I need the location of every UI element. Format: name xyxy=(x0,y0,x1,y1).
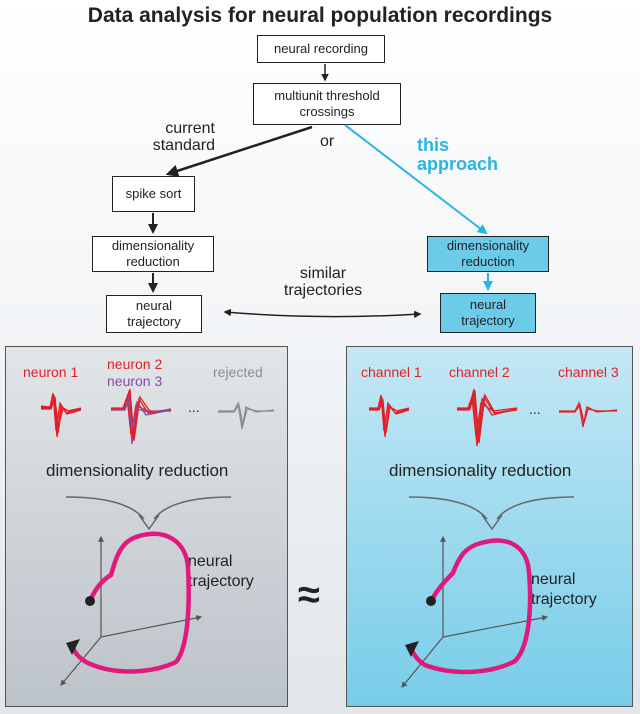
left-merge-curve-right xyxy=(153,496,232,520)
arrow-threshold-to-cyan-dimred xyxy=(344,124,488,235)
current-line1: current xyxy=(165,120,215,137)
channel1-waveforms xyxy=(369,394,410,438)
right-dimred-line2: reduction xyxy=(461,254,515,269)
arrow-threshold-to-spikesort xyxy=(165,125,313,177)
current-standard-label: current standard xyxy=(135,120,215,154)
right-trajectory-curve xyxy=(408,538,533,675)
channel2-waveforms xyxy=(457,388,518,447)
left-merge-curve-left xyxy=(65,496,145,520)
spike-sort-label: spike sort xyxy=(125,186,182,201)
left-dimred-box: dimensionality reduction xyxy=(92,236,214,272)
left-traj-line2: trajectory xyxy=(127,314,181,329)
neuron2-label: neuron 2 xyxy=(107,356,163,372)
left-panel-traj-line1: neural xyxy=(188,553,233,570)
left-panel-traj-label: neural trajectory xyxy=(188,552,254,592)
similar-line1: similar xyxy=(299,265,347,282)
right-panel-graphics xyxy=(369,388,618,688)
left-panel-traj-line2: trajectory xyxy=(188,573,254,590)
neural-recording-box: neural recording xyxy=(257,35,385,63)
left-dimred-text: dimensionality reduction xyxy=(46,461,229,480)
right-traj-line1: neural xyxy=(469,297,507,312)
right-merge-arrowhead xyxy=(481,514,503,531)
this-line1: this xyxy=(417,135,450,155)
left-merge-arrowhead xyxy=(138,514,160,531)
spike-sorted-panel: neuron 1 neuron 2 neuron 3 rejected ... … xyxy=(5,346,288,707)
rejected-waveforms xyxy=(218,400,275,430)
right-traj-line2: trajectory xyxy=(461,313,515,328)
neuron1-label: neuron 1 xyxy=(23,364,79,380)
channel3-waveforms xyxy=(559,400,618,428)
threshold-label-line2: crossings xyxy=(299,104,355,119)
left-dimred-line1: dimensionality xyxy=(111,238,195,253)
current-line2: standard xyxy=(152,137,215,154)
right-dimred-box: dimensionality reduction xyxy=(427,236,549,272)
left-axis-x xyxy=(100,614,203,638)
threshold-label-line1: multiunit threshold xyxy=(274,88,380,103)
right-trajectory-start-dot xyxy=(426,596,436,606)
figure-title: Data analysis for neural population reco… xyxy=(87,4,553,27)
spike-sort-box: spike sort xyxy=(112,176,195,212)
right-dimred-text: dimensionality reduction xyxy=(389,461,572,480)
threshold-panel: channel 1 channel 2 channel 3 ... dimens… xyxy=(346,346,633,707)
threshold-crossings-box: multiunit threshold crossings xyxy=(253,83,401,125)
this-approach-label: this approach xyxy=(417,136,498,174)
right-panel-traj-label: neural trajectory xyxy=(531,570,597,610)
channel3-label: channel 3 xyxy=(558,364,619,380)
right-trajectory-arrowhead xyxy=(405,641,419,657)
left-trajectory-box: neural trajectory xyxy=(106,295,202,333)
double-arrow-similar xyxy=(223,308,422,319)
right-merge-curve-left xyxy=(408,496,488,520)
left-dimred-line2: reduction xyxy=(126,254,180,269)
left-traj-line1: neural xyxy=(135,298,173,313)
neural-recording-label: neural recording xyxy=(274,41,368,56)
left-panel-graphics xyxy=(40,388,275,686)
left-trajectory-arrowhead xyxy=(66,639,80,655)
similar-line2: trajectories xyxy=(283,282,363,299)
right-panel-traj-line2: trajectory xyxy=(531,591,597,608)
or-label: or xyxy=(320,133,335,150)
right-axis-x xyxy=(442,614,549,638)
left-trajectory-curve xyxy=(69,531,191,674)
right-panel-traj-line1: neural xyxy=(531,571,576,588)
left-ellipsis: ... xyxy=(188,399,200,415)
right-trajectory-box: neural trajectory xyxy=(440,293,536,333)
rejected-label: rejected xyxy=(213,364,263,380)
right-ellipsis: ... xyxy=(529,401,541,417)
this-line2: approach xyxy=(417,154,499,174)
neuron3-label: neuron 3 xyxy=(107,373,163,389)
right-merge-curve-right xyxy=(496,496,575,520)
channel1-label: channel 1 xyxy=(361,364,422,380)
similar-trajectories-label: similar trajectories xyxy=(268,265,378,299)
channel2-label: channel 2 xyxy=(449,364,510,380)
flow-arrows xyxy=(148,64,493,319)
right-dimred-line1: dimensionality xyxy=(446,238,530,253)
neuron2-waveforms xyxy=(111,388,172,445)
approx-symbol: ≈ xyxy=(298,573,320,617)
neuron1-waveforms xyxy=(40,392,82,438)
left-trajectory-start-dot xyxy=(85,596,95,606)
